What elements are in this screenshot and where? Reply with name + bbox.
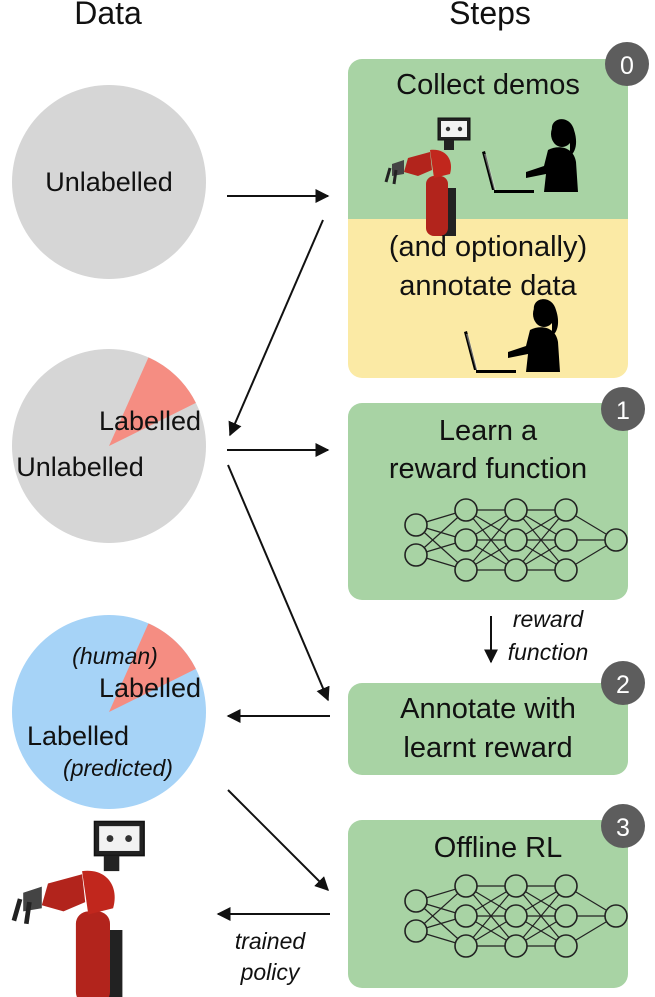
header-data: Data — [74, 0, 142, 31]
pie2-labelled-human: Labelled — [99, 673, 201, 703]
step-1-badge — [601, 387, 645, 431]
step-2-line2: learnt reward — [403, 732, 572, 764]
step-0-badge-number: 0 — [620, 52, 634, 80]
pie-fully-labelled: (human) Labelled Labelled (predicted) — [12, 615, 206, 809]
pie1-labelled-label: Labelled — [99, 406, 201, 436]
pie-partially-labelled: Labelled Unlabelled — [12, 349, 206, 543]
step-0-sub2: annotate data — [399, 270, 577, 302]
arrow-pie2-to-step3 — [227, 789, 329, 891]
step-3-badge — [601, 804, 645, 848]
pie0-label: Unlabelled — [45, 167, 173, 197]
step-1-box: Learn a reward function 1 — [348, 387, 645, 600]
header-steps: Steps — [449, 0, 531, 31]
step-3-box: Offline RL 3 — [348, 804, 645, 988]
step-2-badge-number: 2 — [616, 671, 630, 699]
step-0-box: Collect demos (and optionally) annotate … — [348, 42, 649, 378]
step-0-badge — [605, 42, 649, 86]
robot-arm-icon — [14, 822, 144, 997]
edge-label-reward: reward — [513, 606, 585, 632]
edge-label-function: function — [508, 639, 589, 665]
pie2-labelled-predicted: Labelled — [27, 721, 129, 751]
pie-unlabelled: Unlabelled — [12, 85, 206, 279]
edge-label-trained: trained — [235, 928, 307, 954]
step-2-box: Annotate with learnt reward 2 — [348, 661, 645, 775]
pie2-human-slice — [109, 623, 196, 712]
pie2-human-note: (human) — [72, 643, 158, 669]
step-1-line2: reward function — [389, 453, 587, 485]
step-2-badge — [601, 661, 645, 705]
step-1-line1: Learn a — [439, 415, 538, 447]
step-0-sub1: (and optionally) — [389, 231, 587, 263]
arrow-step0-to-pie1 — [228, 219, 324, 437]
step-1-badge-number: 1 — [616, 397, 630, 425]
step-3-title: Offline RL — [434, 832, 562, 864]
pie1-labelled-slice — [109, 357, 196, 446]
pie2-predicted-note: (predicted) — [63, 755, 173, 781]
pie1-unlabelled-label: Unlabelled — [16, 452, 144, 482]
step-0-title: Collect demos — [396, 69, 580, 101]
step-3-badge-number: 3 — [616, 814, 630, 842]
edge-label-policy: policy — [240, 959, 301, 985]
step-2-line1: Annotate with — [400, 693, 576, 725]
arrow-pie1-to-step2 — [227, 464, 330, 702]
